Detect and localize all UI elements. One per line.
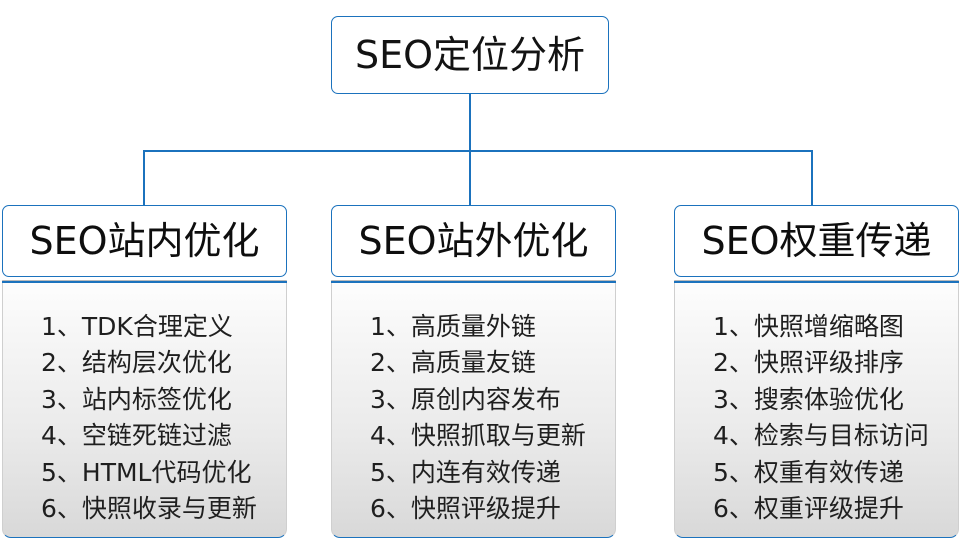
list-item-text: 高质量友链	[410, 348, 536, 378]
list-item[interactable]: 1、 TDK合理定义	[41, 309, 286, 346]
list-item[interactable]: 2、 结构层次优化	[41, 345, 286, 382]
list-item-index: 1、	[370, 311, 411, 341]
item-list-2: 1、 高质量外链 2、 高质量友链 3、 原创内容发布 4、 快照抓取与更新 5…	[332, 309, 615, 528]
list-item-index: 3、	[713, 384, 754, 414]
branch-header-label-1: SEO站内优化	[29, 219, 260, 263]
list-item-index: 4、	[41, 421, 82, 451]
list-item-text: 内连有效传递	[410, 457, 561, 487]
list-item-index: 5、	[41, 457, 82, 487]
list-item[interactable]: 3、 搜索体验优化	[713, 382, 958, 419]
list-item[interactable]: 1、 高质量外链	[370, 309, 615, 346]
connector-horizontal-bus	[143, 150, 813, 152]
item-list-3: 1、 快照增缩略图 2、 快照评级排序 3、 搜索体验优化 4、 检索与目标访问…	[675, 309, 958, 528]
list-item-index: 1、	[41, 311, 82, 341]
list-item-text: 快照评级提升	[410, 494, 561, 524]
list-item-text: 搜索体验优化	[753, 384, 904, 414]
list-item-text: 快照增缩略图	[753, 311, 904, 341]
list-item[interactable]: 3、 原创内容发布	[370, 382, 615, 419]
list-item-index: 6、	[713, 494, 754, 524]
list-item[interactable]: 6、 快照评级提升	[370, 491, 615, 528]
list-item-index: 2、	[370, 348, 411, 378]
list-item-text: 快照评级排序	[753, 348, 904, 378]
branch-column-3: SEO权重传递 1、 快照增缩略图 2、 快照评级排序 3、 搜索体验优化 4、	[674, 205, 959, 538]
branch-header-label-3: SEO权重传递	[701, 219, 932, 263]
branch-column-2: SEO站外优化 1、 高质量外链 2、 高质量友链 3、 原创内容发布 4、 快	[331, 205, 616, 538]
list-item-text: 权重有效传递	[753, 457, 904, 487]
root-node-label: SEO定位分析	[354, 33, 586, 77]
list-item[interactable]: 4、 快照抓取与更新	[370, 418, 615, 455]
list-item-text: 快照收录与更新	[81, 494, 257, 524]
list-item[interactable]: 4、 空链死链过滤	[41, 418, 286, 455]
list-item-index: 6、	[370, 494, 411, 524]
connector-branch-right	[811, 150, 813, 206]
list-item-index: 4、	[370, 421, 411, 451]
list-item-text: 空链死链过滤	[81, 421, 232, 451]
branch-body-1: 1、 TDK合理定义 2、 结构层次优化 3、 站内标签优化 4、 空链死链过滤…	[2, 280, 287, 538]
list-item-index: 2、	[41, 348, 82, 378]
connector-branch-middle	[469, 150, 471, 206]
list-item-index: 6、	[41, 494, 82, 524]
branch-column-1: SEO站内优化 1、 TDK合理定义 2、 结构层次优化 3、 站内标签优化 4…	[2, 205, 287, 538]
item-list-1: 1、 TDK合理定义 2、 结构层次优化 3、 站内标签优化 4、 空链死链过滤…	[3, 309, 286, 528]
list-item[interactable]: 3、 站内标签优化	[41, 382, 286, 419]
list-item-text: 检索与目标访问	[753, 421, 929, 451]
branch-header-3[interactable]: SEO权重传递	[674, 205, 959, 277]
list-item[interactable]: 2、 高质量友链	[370, 345, 615, 382]
connector-branch-left	[143, 150, 145, 206]
list-item-index: 3、	[370, 384, 411, 414]
list-item-index: 4、	[713, 421, 754, 451]
list-item-text: TDK合理定义	[81, 311, 233, 341]
list-item-text: HTML代码优化	[81, 457, 252, 487]
branch-body-2: 1、 高质量外链 2、 高质量友链 3、 原创内容发布 4、 快照抓取与更新 5…	[331, 280, 616, 538]
list-item[interactable]: 6、 权重评级提升	[713, 491, 958, 528]
list-item[interactable]: 5、 HTML代码优化	[41, 455, 286, 492]
branch-header-2[interactable]: SEO站外优化	[331, 205, 616, 277]
list-item-text: 原创内容发布	[410, 384, 561, 414]
list-item-index: 5、	[370, 457, 411, 487]
list-item[interactable]: 6、 快照收录与更新	[41, 491, 286, 528]
list-item-text: 结构层次优化	[81, 348, 232, 378]
list-item-index: 3、	[41, 384, 82, 414]
list-item-index: 5、	[713, 457, 754, 487]
list-item-text: 高质量外链	[410, 311, 536, 341]
list-item-text: 站内标签优化	[81, 384, 232, 414]
list-item[interactable]: 2、 快照评级排序	[713, 345, 958, 382]
list-item-index: 1、	[713, 311, 754, 341]
root-node[interactable]: SEO定位分析	[331, 16, 609, 94]
list-item[interactable]: 1、 快照增缩略图	[713, 309, 958, 346]
connector-root-stem	[469, 94, 471, 151]
list-item[interactable]: 5、 内连有效传递	[370, 455, 615, 492]
branch-header-label-2: SEO站外优化	[358, 219, 589, 263]
list-item[interactable]: 4、 检索与目标访问	[713, 418, 958, 455]
branch-header-1[interactable]: SEO站内优化	[2, 205, 287, 277]
list-item-index: 2、	[713, 348, 754, 378]
branch-body-3: 1、 快照增缩略图 2、 快照评级排序 3、 搜索体验优化 4、 检索与目标访问…	[674, 280, 959, 538]
list-item[interactable]: 5、 权重有效传递	[713, 455, 958, 492]
list-item-text: 快照抓取与更新	[410, 421, 586, 451]
list-item-text: 权重评级提升	[753, 494, 904, 524]
